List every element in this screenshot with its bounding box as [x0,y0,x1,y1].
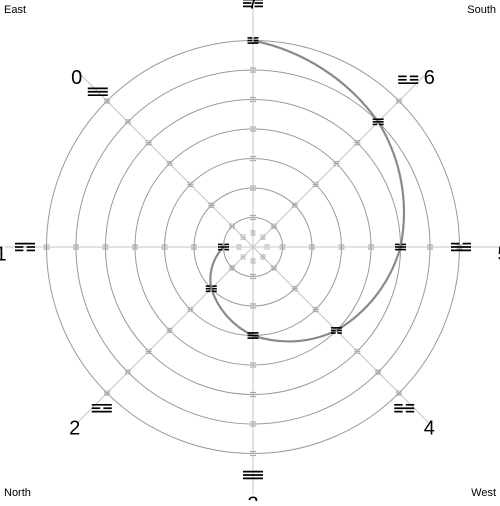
marker [427,244,433,250]
marker [187,181,194,188]
marker [250,230,256,236]
marker [354,140,361,146]
marker [208,202,215,208]
marker [260,234,266,240]
marker [291,286,298,292]
marker [166,327,173,334]
marker [250,96,256,103]
marker [309,244,315,250]
spoke-number-5: 5 [497,243,500,265]
marker [394,403,415,413]
spoke-line [252,71,429,248]
marker [236,244,242,250]
marker [87,87,108,97]
marker [250,273,256,280]
marker [240,254,246,260]
marker [279,244,286,250]
corner-label-east: East [4,4,26,16]
marker [354,348,361,354]
marker [73,244,79,250]
marker [161,244,168,250]
marker [312,181,319,188]
marker [187,306,194,313]
marker [103,390,110,396]
marker [291,202,298,208]
marker [375,369,382,375]
marker [247,37,259,44]
marker [312,306,319,313]
marker [250,362,256,368]
marker [338,244,345,250]
trigram-symbols [15,0,471,480]
marker [333,160,340,167]
marker [91,403,112,413]
marker [145,140,152,146]
marker [398,75,419,85]
spoke-number-2: 2 [69,418,80,440]
spoke-line [77,246,254,423]
marker [368,244,374,250]
marker [205,285,217,293]
marker [15,242,35,252]
marker [250,450,256,457]
marker [250,155,256,162]
marker [396,390,403,396]
spiral-curve [209,39,406,343]
spoke-number-6: 6 [424,67,435,89]
marker [250,126,256,132]
marker [330,327,342,334]
spoke-line [252,246,429,423]
spoke-number-3: 3 [247,493,258,501]
spoke-line [77,71,254,248]
marker [396,98,403,104]
marker [250,67,256,73]
marker [260,254,266,260]
marker [247,332,259,339]
marker [270,265,277,271]
marker [191,244,197,250]
marker [145,348,152,354]
marker [372,118,384,126]
marker [124,119,131,125]
marker [240,234,246,240]
spoke-number-0: 0 [71,67,82,89]
ring-markers [43,37,463,457]
marker [218,243,229,251]
marker [124,369,131,375]
spoke-number-4: 4 [424,418,435,440]
marker [250,258,256,264]
corner-label-north: North [4,487,31,499]
marker [229,223,236,229]
marker [250,185,256,191]
corner-label-south: South [467,4,496,16]
marker [250,214,256,221]
marker [166,160,173,167]
marker [250,303,256,309]
marker [250,391,256,398]
marker [395,243,406,251]
marker [243,470,263,480]
marker [132,244,138,250]
corner-label-west: West [471,487,496,499]
marker [43,244,50,250]
marker [270,223,277,229]
marker [103,98,110,104]
spoke-lines [5,0,500,495]
marker [250,421,256,427]
spoke-number-7: 7 [247,0,258,13]
marker [264,244,270,250]
marker [243,0,263,8]
marker [102,244,109,250]
spoke-number-1: 1 [0,243,7,265]
spiral-curve-group [205,37,406,343]
marker [451,242,471,252]
marker [229,265,236,271]
